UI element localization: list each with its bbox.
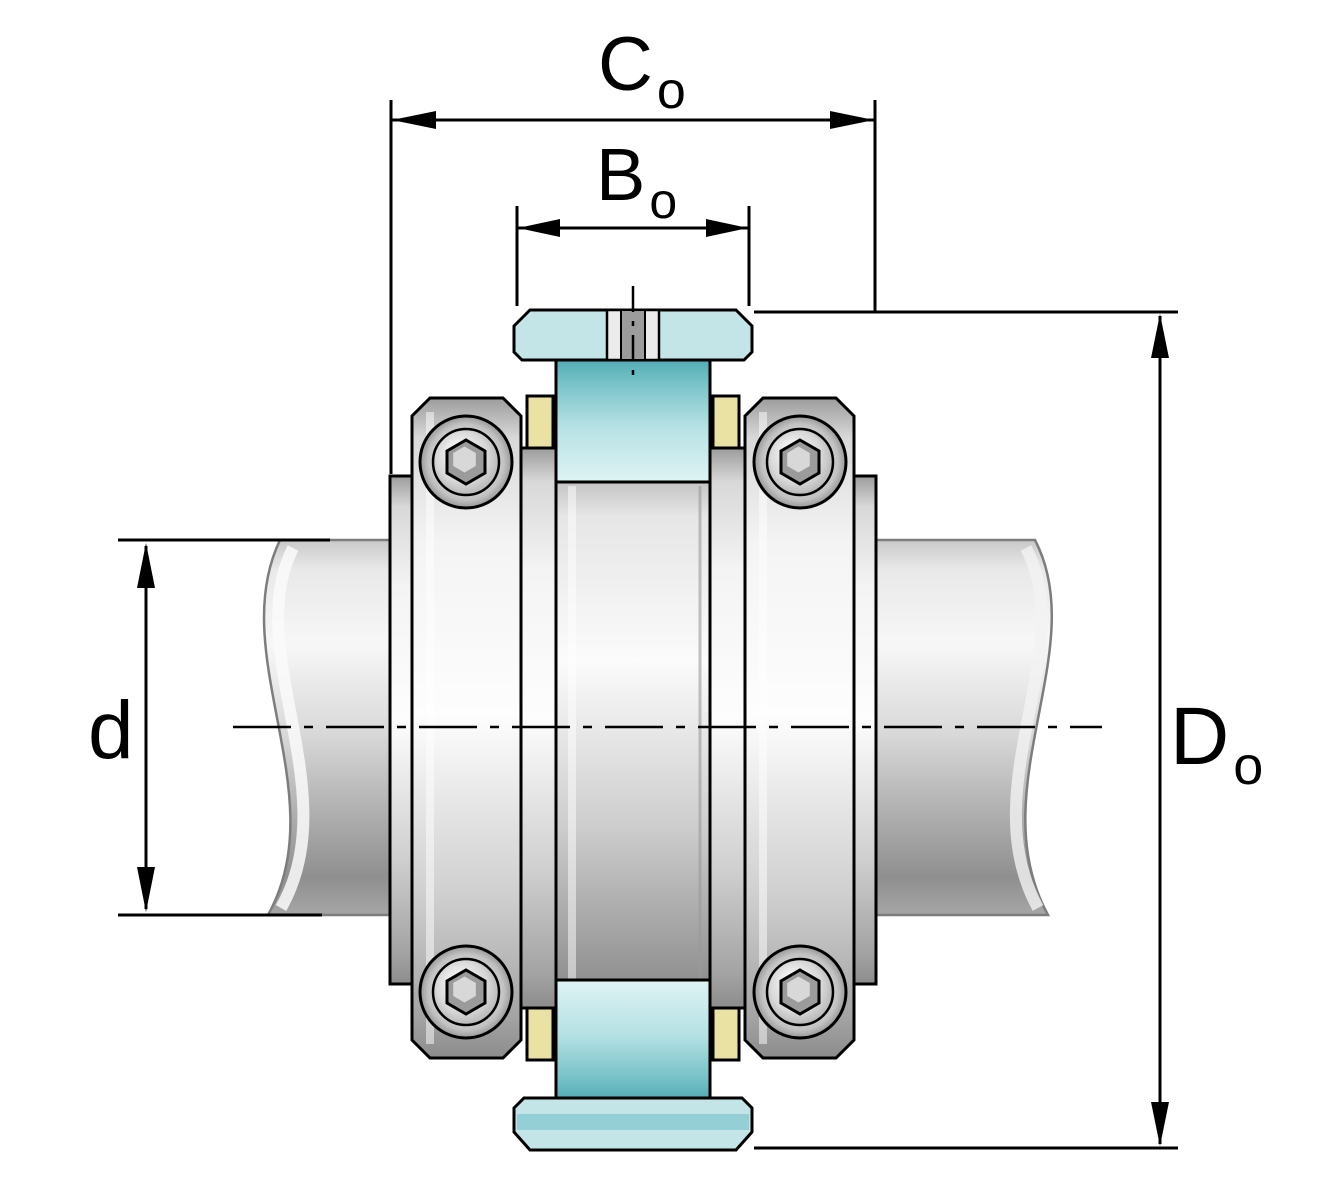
bearing-unit <box>388 286 878 1152</box>
socket-screw-bottom-right <box>752 944 848 1040</box>
socket-screw-top-right <box>752 414 848 510</box>
socket-screw-bottom-left <box>418 944 514 1040</box>
shaft-break-highlight-left <box>272 545 310 911</box>
seal-top-left <box>525 394 555 450</box>
label-do: Do <box>1170 691 1263 796</box>
label-bo: Bo <box>596 133 677 229</box>
seal-top-right <box>711 394 741 450</box>
dimension-bo <box>515 206 751 306</box>
socket-screw-top-left <box>418 414 514 510</box>
fitting-block-bottom <box>554 978 712 1104</box>
arrow-do-top <box>1151 314 1169 358</box>
dimension-co <box>389 100 877 474</box>
grease-fitting-top <box>512 286 754 484</box>
arrow-bo-left <box>518 219 560 237</box>
label-co: Co <box>598 22 686 120</box>
arrow-d-top <box>137 543 155 588</box>
outer-strip-right <box>852 474 878 986</box>
seal-bottom-right <box>711 1006 741 1062</box>
arrow-do-bottom <box>1151 1102 1169 1146</box>
cap-bottom-band <box>517 1114 749 1130</box>
dimension-do <box>754 310 1178 1150</box>
label-d: d <box>88 685 134 776</box>
arrow-d-bottom <box>137 867 155 912</box>
grease-fitting-bottom <box>512 978 754 1152</box>
arrow-bo-right <box>706 219 748 237</box>
fitting-block-top <box>554 356 712 484</box>
arrow-co-left <box>392 111 436 129</box>
seal-bottom-left <box>525 1006 555 1062</box>
shaft-break-highlight-right <box>1009 545 1048 911</box>
outer-strip-left <box>388 474 414 986</box>
arrow-co-right <box>830 111 874 129</box>
dimension-d <box>118 538 330 917</box>
